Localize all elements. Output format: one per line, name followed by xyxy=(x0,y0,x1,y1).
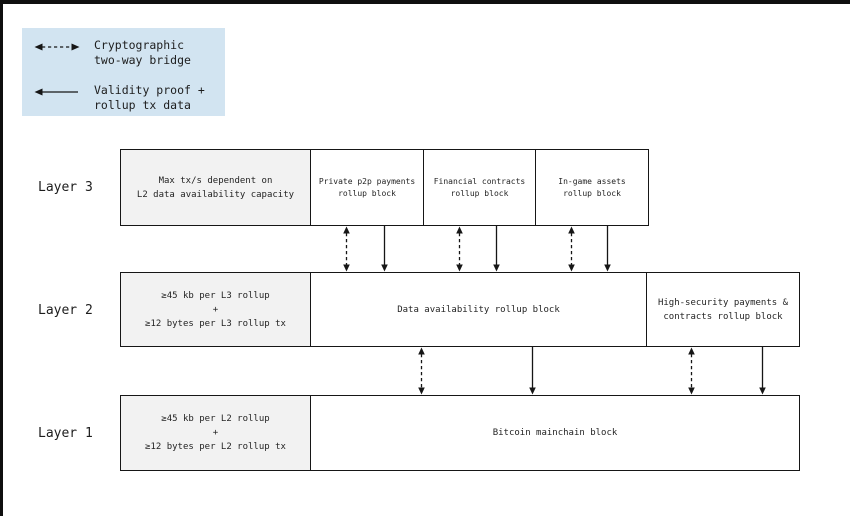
legend-item-label: Cryptographic two-way bridge xyxy=(94,38,191,67)
layer-3-block-financial: Financial contracts rollup block xyxy=(423,149,536,226)
validity-arrow xyxy=(529,347,536,395)
validity-proof-arrow-icon xyxy=(34,88,78,96)
layer-3-block-private-p2p: Private p2p payments rollup block xyxy=(310,149,424,226)
bridge-arrow xyxy=(343,226,350,272)
legend-item-label: Validity proof + rollup tx data xyxy=(94,83,205,112)
layer-3-label: Layer 3 xyxy=(38,180,93,195)
cryptographic-bridge-arrow-icon xyxy=(34,43,80,51)
validity-arrow xyxy=(493,226,500,272)
layer-2-block-data-availability: Data availability rollup block xyxy=(310,272,647,347)
layer-2-label: Layer 2 xyxy=(38,303,93,318)
legend: Cryptographic two-way bridge Validity pr… xyxy=(22,28,225,116)
bridge-arrow xyxy=(456,226,463,272)
layer-1-capacity-note: ≥45 kb per L2 rollup + ≥12 bytes per L2 … xyxy=(120,395,311,471)
layer-3-row: Max tx/s dependent on L2 data availabili… xyxy=(120,149,649,226)
layer-3-block-in-game: In-game assets rollup block xyxy=(535,149,649,226)
legend-item-bridge: Cryptographic two-way bridge xyxy=(34,38,215,68)
bridge-arrow xyxy=(688,347,695,395)
legend-item-validity: Validity proof + rollup tx data xyxy=(34,83,215,113)
layer-1-block-bitcoin-mainchain: Bitcoin mainchain block xyxy=(310,395,800,471)
layer-2-row: ≥45 kb per L3 rollup + ≥12 bytes per L3 … xyxy=(120,272,800,347)
layer-2-block-high-security: High-security payments & contracts rollu… xyxy=(646,272,800,347)
validity-arrow xyxy=(759,347,766,395)
layer-1-label: Layer 1 xyxy=(38,426,93,441)
frame-left-border xyxy=(0,4,3,516)
bridge-arrow xyxy=(418,347,425,395)
layer-3-capacity-note: Max tx/s dependent on L2 data availabili… xyxy=(120,149,311,226)
validity-arrow xyxy=(604,226,611,272)
layer-1-row: ≥45 kb per L2 rollup + ≥12 bytes per L2 … xyxy=(120,395,800,471)
bridge-arrow xyxy=(568,226,575,272)
layer-2-capacity-note: ≥45 kb per L3 rollup + ≥12 bytes per L3 … xyxy=(120,272,311,347)
validity-arrow xyxy=(381,226,388,272)
